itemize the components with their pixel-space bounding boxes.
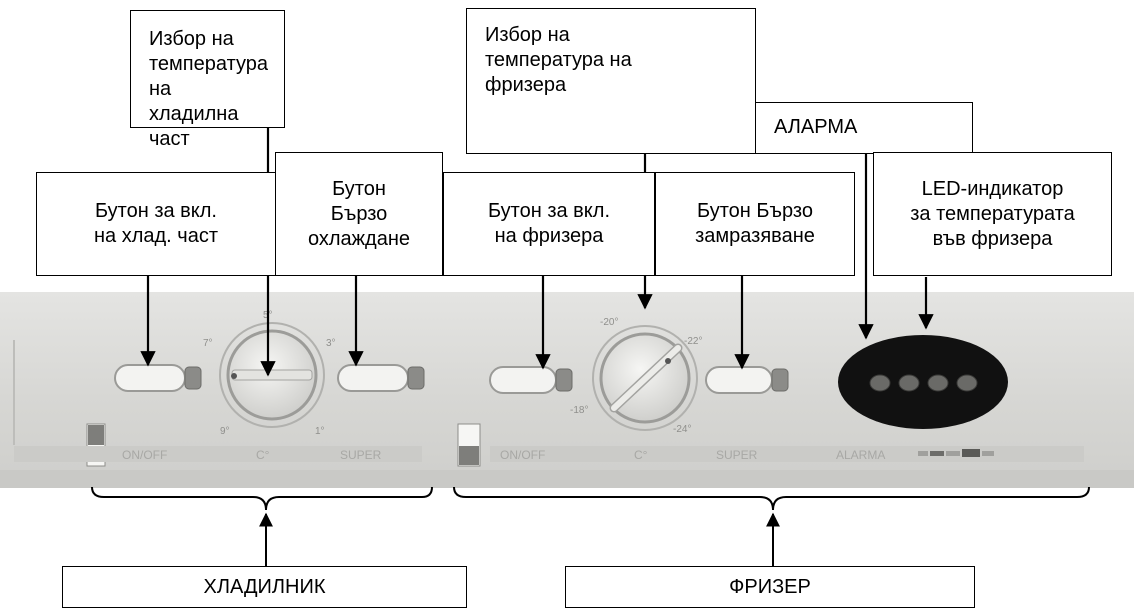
fridge-onoff-button[interactable]	[114, 364, 202, 392]
alarm-panel-label: ALARMA	[836, 448, 885, 462]
fridge-c-label: C°	[256, 448, 270, 462]
callout-fast-cool-button: Бутон Бързо охлаждане	[275, 152, 443, 276]
freezer-onoff-label: ON/OFF	[500, 448, 545, 462]
fridge-super-label: SUPER	[340, 448, 382, 462]
freezer-bracket	[453, 486, 1090, 511]
callout-freezer-on-button: Бутон за вкл. на фризера	[443, 172, 655, 276]
fast-cool-button[interactable]	[337, 364, 425, 392]
freezer-c-label: C°	[634, 448, 648, 462]
temperature-scale-bar	[918, 449, 994, 457]
callout-fridge-on-button: Бутон за вкл. на хлад. част	[36, 172, 276, 276]
callout-fast-freeze-button: Бутон Бързо замразяване	[655, 172, 855, 276]
callout-freezer-temperature: Избор на температура на фризера	[466, 8, 756, 154]
fridge-tick-7: 7°	[203, 338, 213, 349]
fridge-onoff-label: ON/OFF	[122, 448, 167, 462]
fridge-tick-9: 9°	[220, 426, 230, 437]
freezer-onoff-button[interactable]	[489, 366, 573, 394]
fridge-temperature-dial[interactable]	[219, 322, 325, 428]
section-fridge: ХЛАДИЛНИК	[62, 566, 467, 608]
fridge-tick-3: 3°	[326, 338, 336, 349]
freezer-tick-minus18: -18°	[570, 405, 588, 416]
freezer-super-label: SUPER	[716, 448, 758, 462]
fridge-bracket	[91, 486, 433, 511]
freezer-tick-minus24: -24°	[673, 424, 691, 435]
freezer-tick-minus22: -22°	[684, 336, 702, 347]
freezer-temperature-dial[interactable]	[592, 325, 698, 431]
fast-freeze-button[interactable]	[705, 366, 789, 394]
callout-led-indicator: LED-индикатор за температурата във фризе…	[873, 152, 1112, 276]
led-display	[838, 335, 1008, 429]
fridge-label-strip	[14, 446, 422, 462]
callout-alarm: АЛАРМА	[755, 102, 973, 154]
freezer-label-strip	[490, 446, 1084, 462]
section-freezer: ФРИЗЕР	[565, 566, 975, 608]
callout-fridge-temperature: Избор на температура на хладилна част	[130, 10, 285, 150]
freezer-tick-minus20: -20°	[600, 317, 618, 328]
control-panel-edge	[0, 470, 1134, 488]
freezer-indicator	[457, 423, 481, 467]
fridge-tick-1: 1°	[315, 426, 325, 437]
